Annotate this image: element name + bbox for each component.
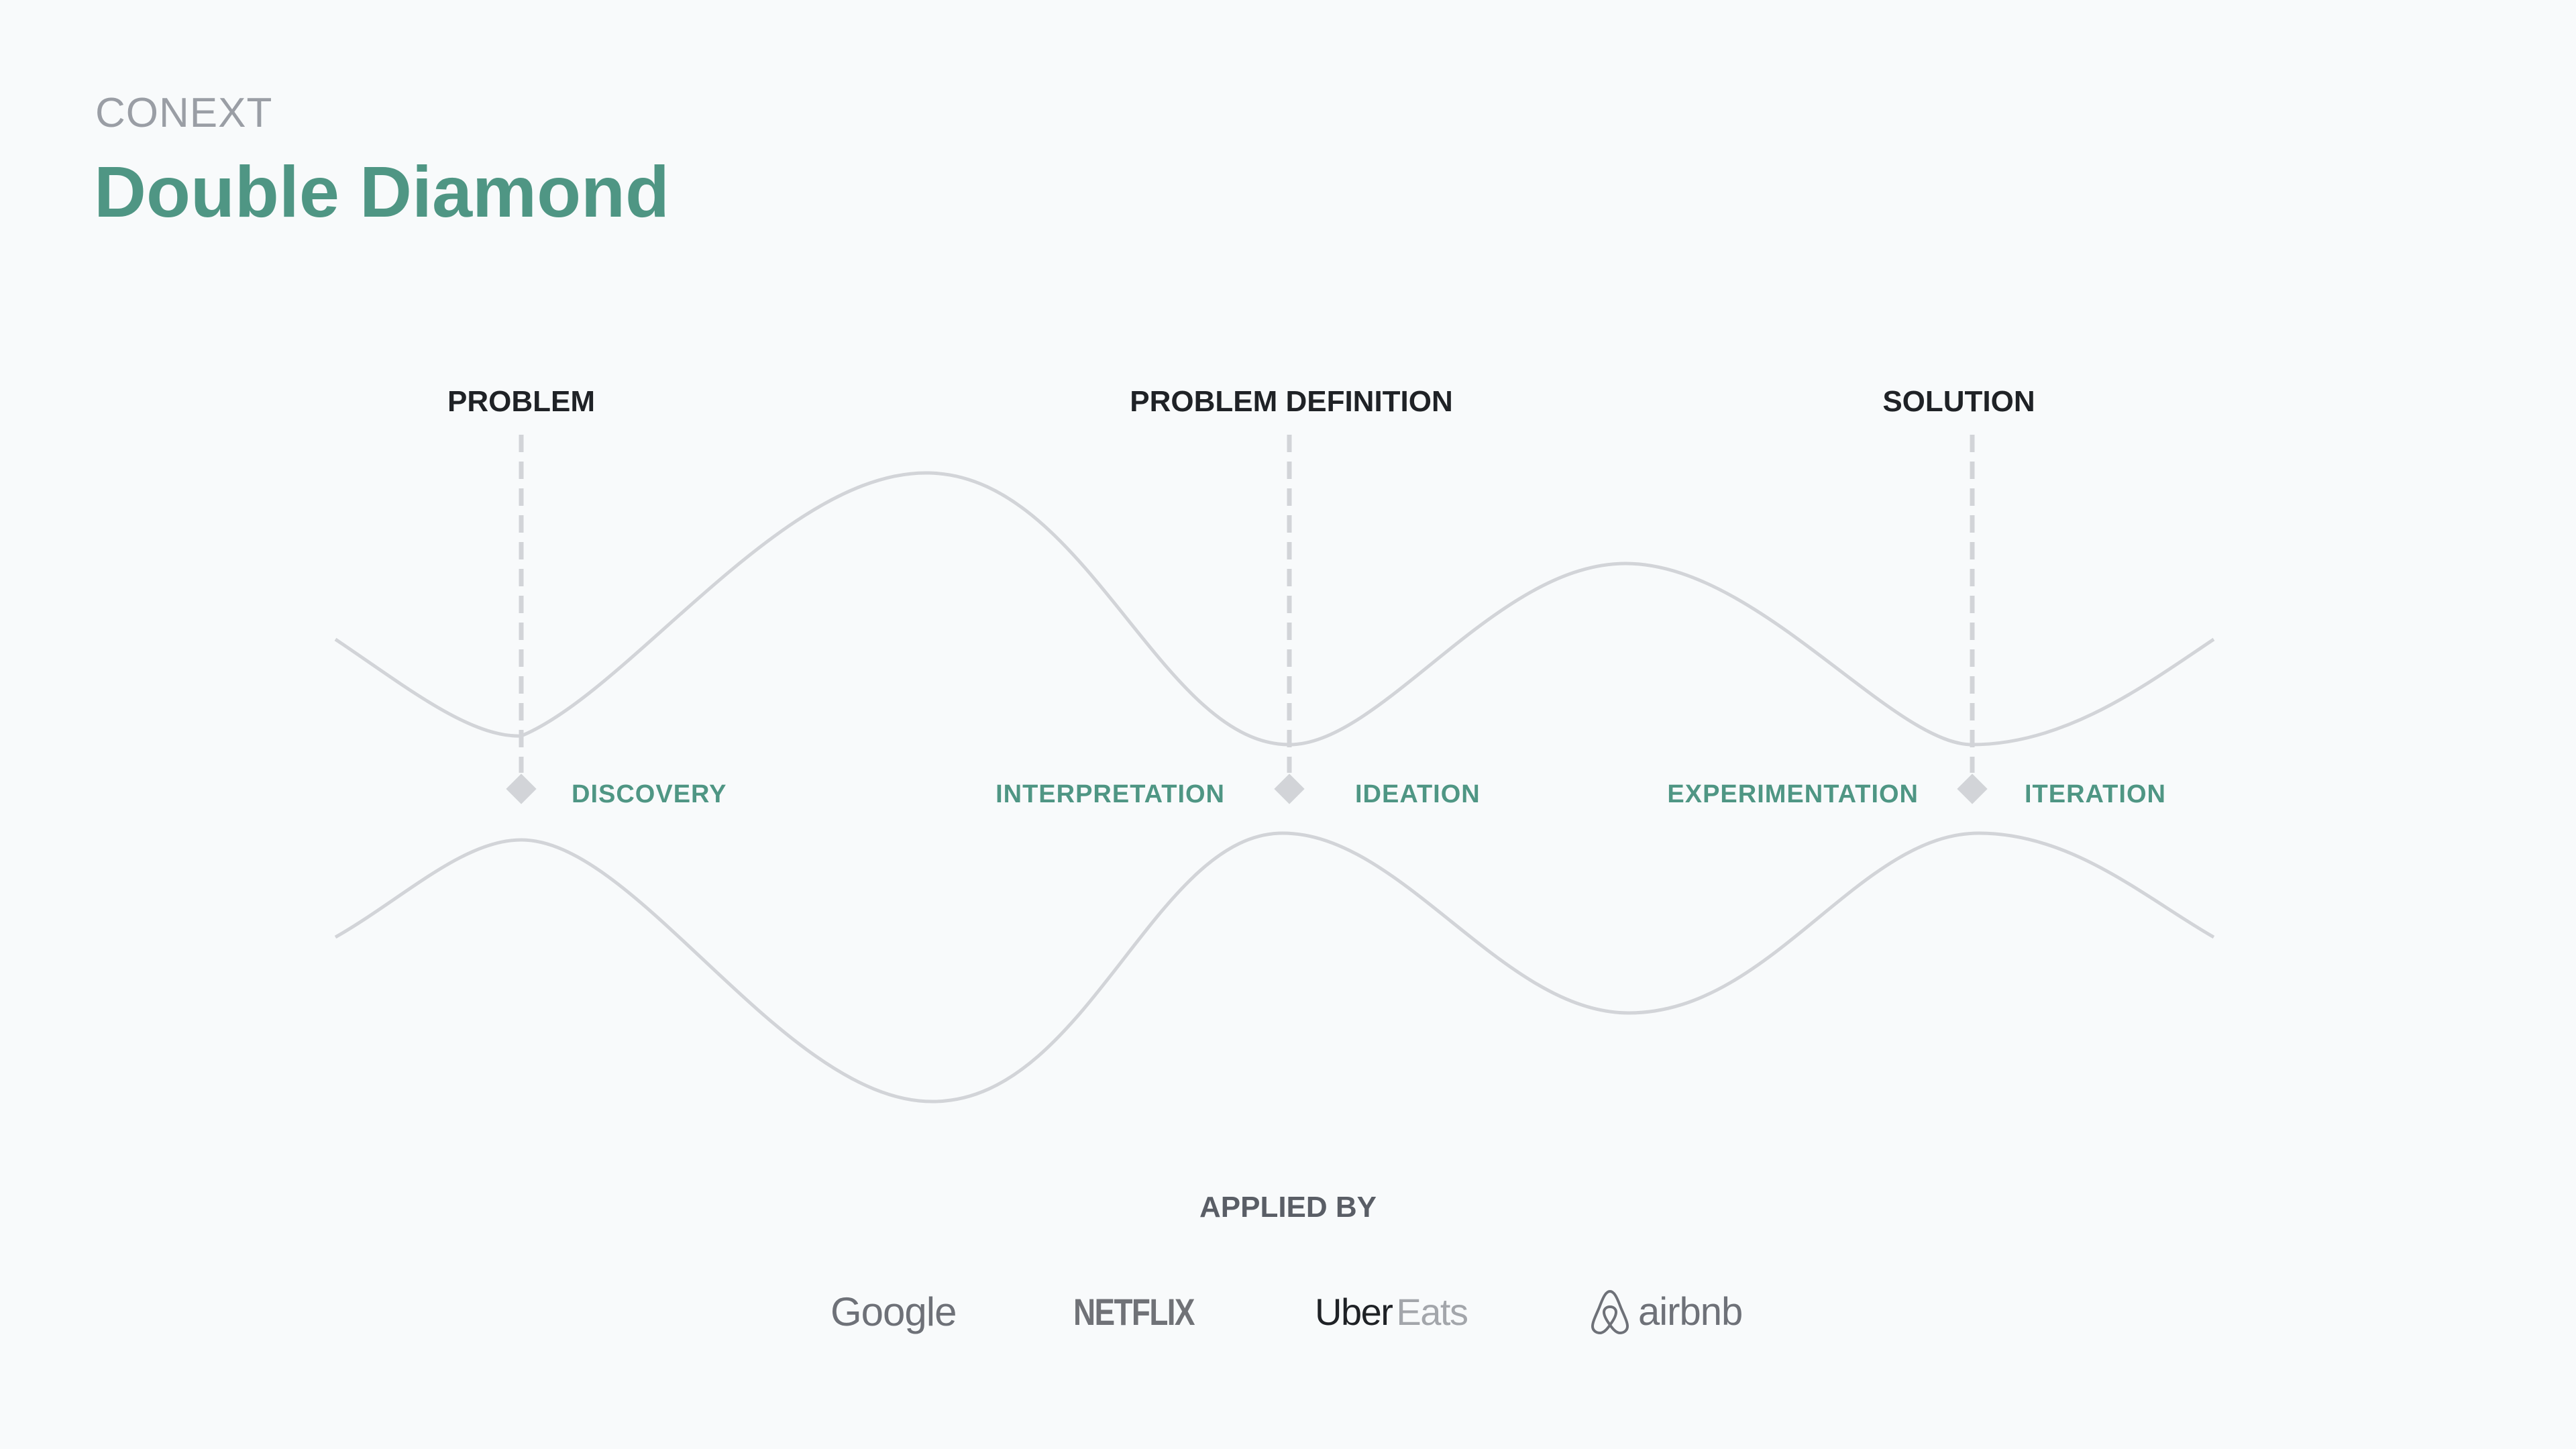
stage-label-definition: PROBLEM DEFINITION — [1130, 385, 1453, 418]
phase-label-ideation: IDEATION — [1355, 780, 1481, 808]
upper-curve — [334, 471, 2215, 747]
phase-label-discovery: DISCOVERY — [572, 780, 727, 808]
eyebrow-label: CONEXT — [95, 90, 273, 136]
page-title: Double Diamond — [94, 151, 669, 232]
airbnb-logo: airbnb — [1589, 1278, 1743, 1345]
airbnb-logo-text: airbnb — [1638, 1289, 1743, 1334]
stage-label-problem: PROBLEM — [447, 385, 595, 418]
applied-by-heading: APPLIED BY — [1199, 1191, 1377, 1224]
problem-diamond-icon — [506, 773, 537, 804]
phase-label-iteration: ITERATION — [2025, 780, 2166, 808]
uber-logo-text: Uber — [1315, 1290, 1393, 1333]
phase-label-experimentation: EXPERIMENTATION — [1667, 780, 1919, 808]
google-logo-text: Google — [830, 1289, 957, 1334]
lower-curve — [334, 831, 2215, 1104]
netflix-logo: NETFLIX — [1073, 1278, 1195, 1345]
google-logo: Google — [830, 1278, 957, 1345]
definition-diamond-icon — [1274, 773, 1305, 804]
stage-label-solution: SOLUTION — [1882, 385, 2035, 418]
netflix-logo-text: NETFLIX — [1073, 1290, 1195, 1333]
uber-eats-logo: Uber Eats — [1315, 1278, 1468, 1345]
airbnb-belo-icon — [1591, 1290, 1629, 1334]
solution-diamond-icon — [1957, 773, 1988, 804]
client-logos: Google NETFLIX Uber Eats airbnb — [0, 1278, 2576, 1345]
eats-logo-text: Eats — [1396, 1290, 1468, 1333]
phase-label-interpretation: INTERPRETATION — [996, 780, 1225, 808]
